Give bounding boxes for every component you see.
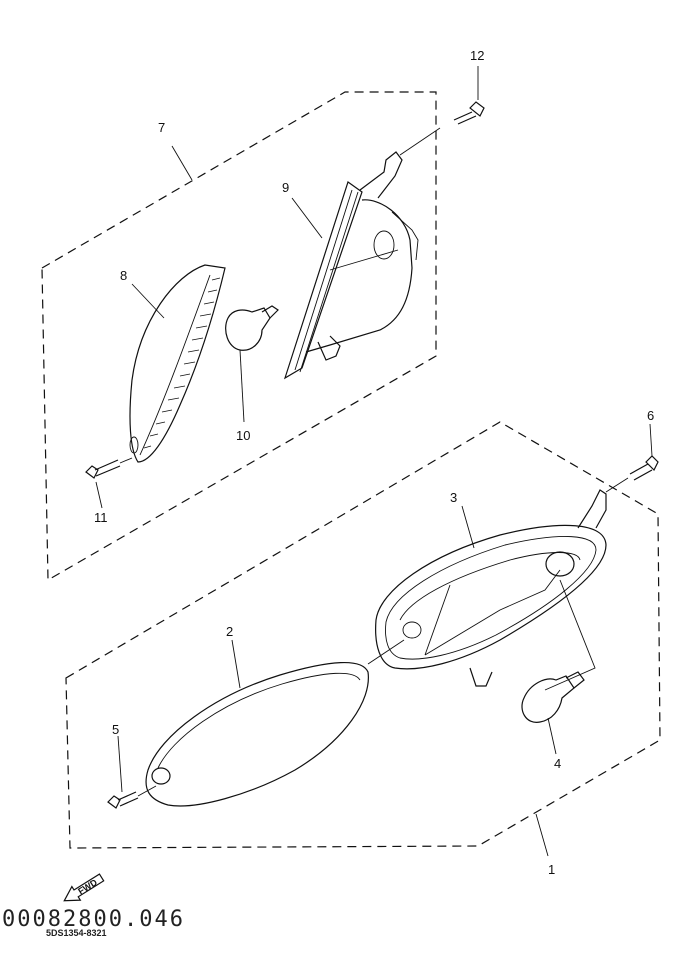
callout-9: 9: [282, 180, 289, 195]
leader-11: [119, 457, 133, 464]
part-8-lens: [129, 264, 226, 463]
callout-3: 3: [450, 490, 457, 505]
callout-6: 6: [647, 408, 654, 423]
diagram-subcode: 5DS1354-8321: [46, 928, 107, 938]
part-11-screw: [85, 459, 121, 479]
part-9-housing: [283, 151, 419, 380]
part-12-screw: [453, 101, 485, 125]
part-4-bulb: [521, 671, 585, 723]
fwd-label: FWD: [76, 877, 99, 897]
upper-assembly-group: [41, 91, 485, 582]
lower-assembly-group: [65, 421, 661, 849]
callout-12: 12: [470, 48, 484, 63]
fwd-arrow: FWD: [63, 873, 105, 902]
callout-numbers: 1 2 3 4 5 6 7 8 9 10 11 12: [94, 48, 654, 877]
callout-2: 2: [226, 624, 233, 639]
align-screw-5: [137, 785, 157, 797]
part-6-screw: [629, 455, 659, 481]
part-3-housing: [375, 489, 607, 687]
callout-5: 5: [112, 722, 119, 737]
callout-leaders: [95, 66, 653, 857]
upper-dashed-boundary: [41, 91, 437, 582]
callout-10: 10: [236, 428, 250, 443]
callout-8: 8: [120, 268, 127, 283]
align-screw-6: [605, 477, 629, 493]
part-2-lens: [145, 662, 369, 807]
callout-11: 11: [94, 510, 108, 525]
diagram-code: 00082800.046: [2, 907, 185, 932]
callout-1: 1: [548, 862, 555, 877]
align-lens-housing: [367, 639, 405, 665]
callout-4: 4: [554, 756, 561, 771]
align-bulb-4: [544, 579, 596, 691]
part-5-screw: [107, 791, 139, 809]
lower-dashed-boundary: [65, 421, 661, 849]
part-10-bulb: [225, 305, 279, 351]
callout-7: 7: [158, 120, 165, 135]
leader-12: [399, 127, 441, 156]
